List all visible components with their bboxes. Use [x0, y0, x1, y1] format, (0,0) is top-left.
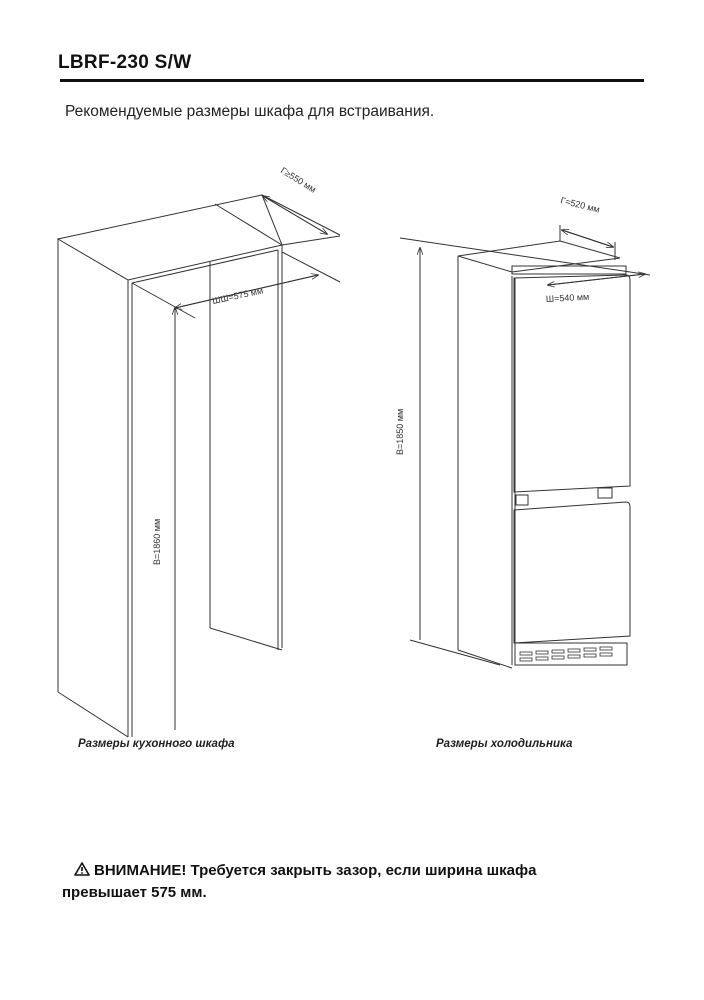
fridge-width-label: Ш=540 мм: [546, 292, 590, 304]
cabinet-width-label: ШШ=575 мм: [211, 285, 264, 306]
warning-note: ВНИМАНИЕ! Требуется закрыть зазор, если …: [62, 860, 622, 904]
fridge-caption: Размеры холодильника: [436, 738, 573, 750]
cabinet-height-label: В=1860 мм: [152, 519, 162, 565]
warning-line-1: ВНИМАНИЕ! Требуется закрыть зазор, если …: [94, 862, 537, 879]
fridge-drawing: [399, 225, 651, 669]
intro-text: Рекомендуемые размеры шкафа для встраива…: [65, 103, 435, 120]
fridge-depth-label: Г=520 мм: [560, 195, 601, 214]
title-divider: [60, 79, 644, 82]
warning-triangle-icon: [74, 862, 90, 876]
cabinet-depth-label: Г≥550 мм: [279, 165, 318, 195]
model-title: LBRF-230 S/W: [58, 52, 192, 73]
cabinet-caption: Размеры кухонного шкафа: [78, 738, 235, 750]
warning-line-2: превышает 575 мм.: [62, 884, 207, 901]
ventilation-grille: [519, 646, 613, 662]
cabinet-drawing: [56, 194, 341, 738]
fridge-height-label: В=1850 мм: [395, 409, 405, 455]
